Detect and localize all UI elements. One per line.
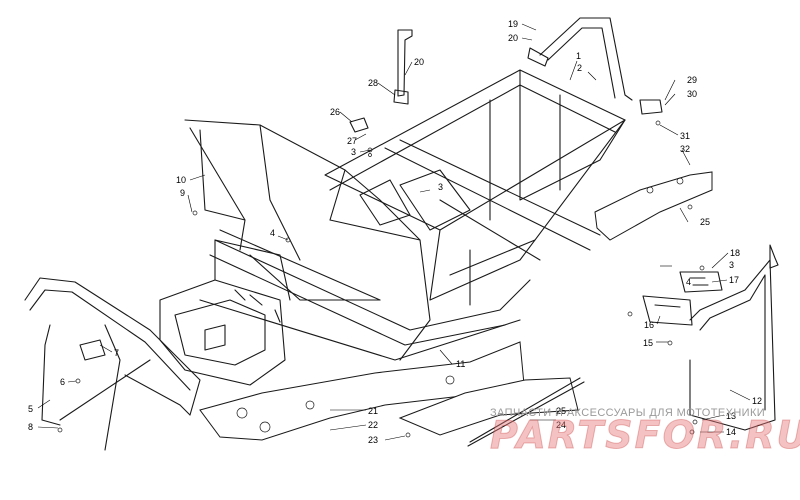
callout-20-b: 20	[414, 57, 424, 67]
callout-6: 6	[60, 377, 65, 387]
callout-1: 1	[576, 51, 581, 61]
callout-31: 31	[680, 131, 690, 141]
callout-28: 28	[368, 78, 378, 88]
callout-20-a: 20	[508, 33, 518, 43]
watermark-logo: PARTSFOR.RU	[490, 413, 800, 457]
callouts: 1 2 3 3 3 4 4 5 6 7 8 9 10 11 12 13 14 1…	[28, 19, 762, 445]
callout-14: 14	[726, 427, 736, 437]
callout-5: 5	[28, 404, 33, 414]
roll-bar	[527, 17, 633, 101]
callout-4-b: 4	[686, 277, 691, 287]
callout-10: 10	[176, 175, 186, 185]
callout-3-c: 3	[729, 260, 734, 270]
callout-27: 27	[347, 136, 357, 146]
callout-2: 2	[577, 63, 582, 73]
callout-23: 23	[368, 435, 378, 445]
main-frame	[159, 69, 626, 386]
callout-18: 18	[730, 248, 740, 258]
callout-24: 24	[556, 420, 566, 430]
callout-3-a: 3	[351, 147, 356, 157]
callout-17: 17	[729, 275, 739, 285]
callout-25-a: 25	[556, 406, 566, 416]
callout-8: 8	[28, 422, 33, 432]
watermark-caption: ЗАПЧАСТИ И АКСЕССУАРЫ ДЛЯ МОТОТЕХНИКИ	[490, 407, 765, 419]
watermark: ЗАПЧАСТИ И АКСЕССУАРЫ ДЛЯ МОТОТЕХНИКИ PA…	[490, 407, 800, 458]
fasteners	[57, 120, 705, 438]
callout-22: 22	[368, 420, 378, 430]
callout-29: 29	[687, 75, 697, 85]
callout-12: 12	[752, 396, 762, 406]
brackets-right	[642, 271, 723, 326]
top-clamps	[349, 29, 663, 133]
callout-25-b: 25	[700, 217, 710, 227]
rear-cage	[689, 244, 779, 431]
callout-4-a: 4	[270, 228, 275, 238]
callout-7: 7	[114, 348, 119, 358]
callout-13: 13	[726, 411, 736, 421]
callout-11: 11	[456, 359, 465, 369]
callout-16: 16	[644, 320, 654, 330]
callout-15: 15	[643, 338, 653, 348]
leader-lines	[37, 23, 751, 441]
callout-9: 9	[180, 188, 185, 198]
callout-21: 21	[368, 406, 378, 416]
callout-32: 32	[680, 144, 690, 154]
callout-3-b: 3	[438, 182, 443, 192]
callout-19: 19	[508, 19, 518, 29]
strip-24-25	[467, 377, 585, 447]
callout-26: 26	[330, 107, 340, 117]
skid-plates	[199, 171, 713, 441]
callout-30: 30	[687, 89, 697, 99]
front-cage	[24, 277, 201, 451]
